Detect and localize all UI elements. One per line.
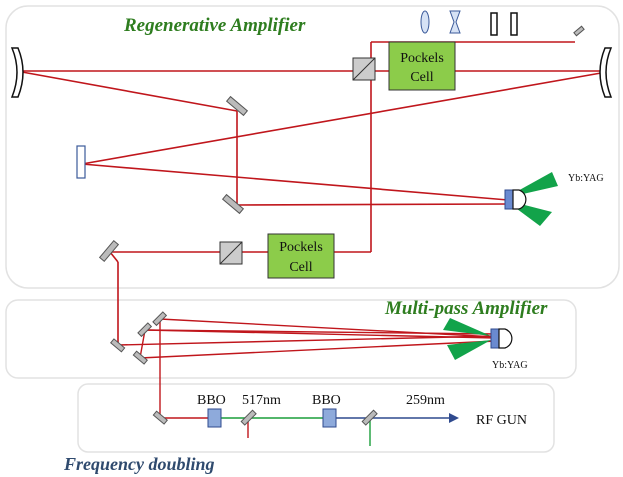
pump-lower-icon xyxy=(447,340,491,360)
waveplate-2-icon xyxy=(510,12,518,36)
regenerative-amplifier-title: Regenerative Amplifier xyxy=(123,15,306,36)
multipass-mirror-2-icon xyxy=(137,322,153,338)
regen-gain-label: Yb:YAG xyxy=(568,173,604,184)
multipass-mirror-3-icon xyxy=(152,311,168,327)
fold-mirror-lower-icon xyxy=(221,193,245,215)
end-mirror-left-icon xyxy=(10,47,24,98)
multipass-mirror-1-icon xyxy=(110,338,126,353)
polarizer-cube-bottom-icon xyxy=(219,241,243,265)
end-mirror-right-icon xyxy=(599,47,613,98)
multipass-beam-paths xyxy=(117,318,497,418)
bbo-1-label: BBO xyxy=(197,393,226,408)
polarizer-cube-top-icon xyxy=(352,57,376,81)
injection-mirror-icon xyxy=(98,239,120,263)
pockels-cell-bottom-label-1: Pockels xyxy=(279,240,323,255)
bbo-crystal-1-icon xyxy=(207,408,222,428)
lens-icon xyxy=(420,10,430,34)
fold-mirror-upper-icon xyxy=(225,95,249,117)
multipass-gain-label: Yb:YAG xyxy=(492,360,528,371)
bbo-2-label: BBO xyxy=(312,393,341,408)
doubling-input-mirror-icon xyxy=(152,410,168,425)
multipass-amplifier-box xyxy=(5,299,577,379)
rf-gun-label: RF GUN xyxy=(476,413,527,428)
small-mirror-top-icon xyxy=(573,25,585,37)
flat-mirror-left-icon xyxy=(76,145,86,179)
bbo-crystal-2-icon xyxy=(322,408,337,428)
pockels-cell-top-label-1: Pockels xyxy=(400,51,444,66)
multipass-gain-module: Yb:YAG xyxy=(443,318,528,371)
wavelength-517-label: 517nm xyxy=(242,393,281,408)
regen-gain-module: Yb:YAG xyxy=(504,172,604,226)
output-arrow-icon xyxy=(449,413,459,423)
regenerative-amplifier-box xyxy=(5,5,620,289)
frequency-doubling-box xyxy=(77,383,555,453)
wavelength-259-label: 259nm xyxy=(406,393,445,408)
multipass-mirror-4-icon xyxy=(132,350,148,365)
dichroic-mirror-2-icon xyxy=(361,409,378,426)
waveplate-1-icon xyxy=(490,12,498,36)
doubling-beam-paths xyxy=(160,417,450,446)
multipass-amplifier-title: Multi-pass Amplifier xyxy=(384,298,548,319)
pockels-cell-bottom: Pockels Cell xyxy=(267,233,335,279)
pockels-cell-top: Pockels Cell xyxy=(388,41,456,91)
pump-upper-icon xyxy=(443,318,491,336)
pockels-cell-bottom-label-2: Cell xyxy=(289,260,312,275)
pockels-cell-top-label-2: Cell xyxy=(410,70,433,85)
concave-lens-icon xyxy=(449,10,461,34)
dichroic-mirror-1-icon xyxy=(240,409,257,426)
frequency-doubling-title: Frequency doubling xyxy=(63,454,215,474)
